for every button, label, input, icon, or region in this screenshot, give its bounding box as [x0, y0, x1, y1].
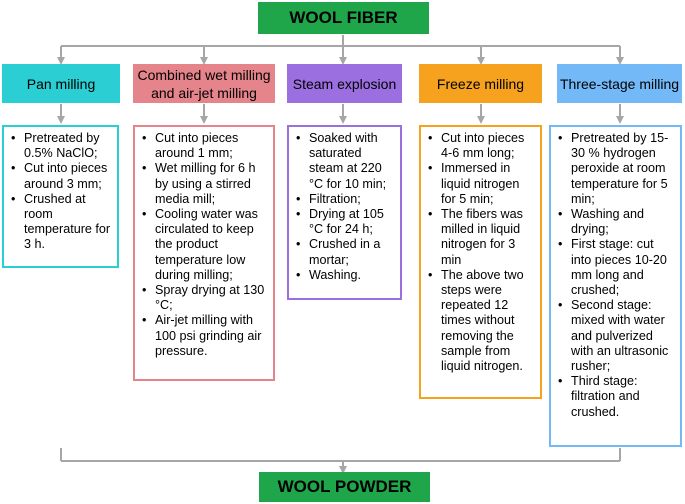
method-label: Three-stage milling: [559, 75, 680, 92]
step-item: Second stage: mixed with water and pulve…: [557, 298, 676, 374]
step-item: Crushed in a mortar;: [295, 237, 396, 267]
step-item: Air-jet milling with 100 psi grinding ai…: [141, 313, 269, 359]
desc-combined-milling: Cut into pieces around 1 mm; Wet milling…: [133, 125, 275, 381]
method-label: Pan milling: [26, 75, 96, 92]
step-item: Washing and drying;: [557, 207, 676, 237]
method-label: Freeze milling: [436, 75, 525, 92]
title-text: WOOL FIBER: [289, 8, 398, 27]
step-item: Wet milling for 6 h by using a stirred m…: [141, 161, 269, 207]
method-steam-explosion: Steam explosion: [287, 64, 402, 103]
step-item: Pretreated by 15-30 % hydrogen peroxide …: [557, 131, 676, 207]
footer-box: WOOL POWDER: [259, 472, 430, 502]
step-item: Immersed in liquid nitrogen for 5 min;: [427, 161, 536, 207]
step-item: Washing.: [295, 268, 396, 283]
footer-text: WOOL POWDER: [277, 477, 412, 496]
step-item: Soaked with saturated steam at 220 °C fo…: [295, 131, 396, 192]
step-item: Drying at 105 °C for 24 h;: [295, 207, 396, 237]
step-item: Cut into pieces around 3 mm;: [10, 161, 113, 191]
method-combined-milling: Combined wet milling and air-jet milling: [133, 64, 275, 103]
step-item: Cut into pieces around 1 mm;: [141, 131, 269, 161]
method-pan-milling: Pan milling: [2, 64, 120, 103]
step-item: Filtration;: [295, 192, 396, 207]
title-box: WOOL FIBER: [258, 2, 429, 34]
desc-three-stage-milling: Pretreated by 15-30 % hydrogen peroxide …: [549, 125, 682, 447]
desc-pan-milling: Pretreated by 0.5% NaClO; Cut into piece…: [2, 125, 119, 268]
step-item: Pretreated by 0.5% NaClO;: [10, 131, 113, 161]
method-three-stage-milling: Three-stage milling: [557, 64, 682, 103]
step-item: The fibers was milled in liquid nitrogen…: [427, 207, 536, 268]
method-freeze-milling: Freeze milling: [419, 64, 542, 103]
step-item: Crushed at room temperature for 3 h.: [10, 192, 113, 253]
step-item: Third stage: filtration and crushed.: [557, 374, 676, 420]
desc-freeze-milling: Cut into pieces 4-6 mm long; Immersed in…: [419, 125, 542, 399]
step-item: First stage: cut into pieces 10-20 mm lo…: [557, 237, 676, 298]
step-item: Spray drying at 130 °C;: [141, 283, 269, 313]
step-item: Cooling water was circulated to keep the…: [141, 207, 269, 283]
desc-steam-explosion: Soaked with saturated steam at 220 °C fo…: [287, 125, 402, 300]
step-item: The above two steps were repeated 12 tim…: [427, 268, 536, 374]
method-label: Combined wet milling and air-jet milling: [137, 66, 271, 101]
step-item: Cut into pieces 4-6 mm long;: [427, 131, 536, 161]
method-label: Steam explosion: [292, 75, 397, 92]
